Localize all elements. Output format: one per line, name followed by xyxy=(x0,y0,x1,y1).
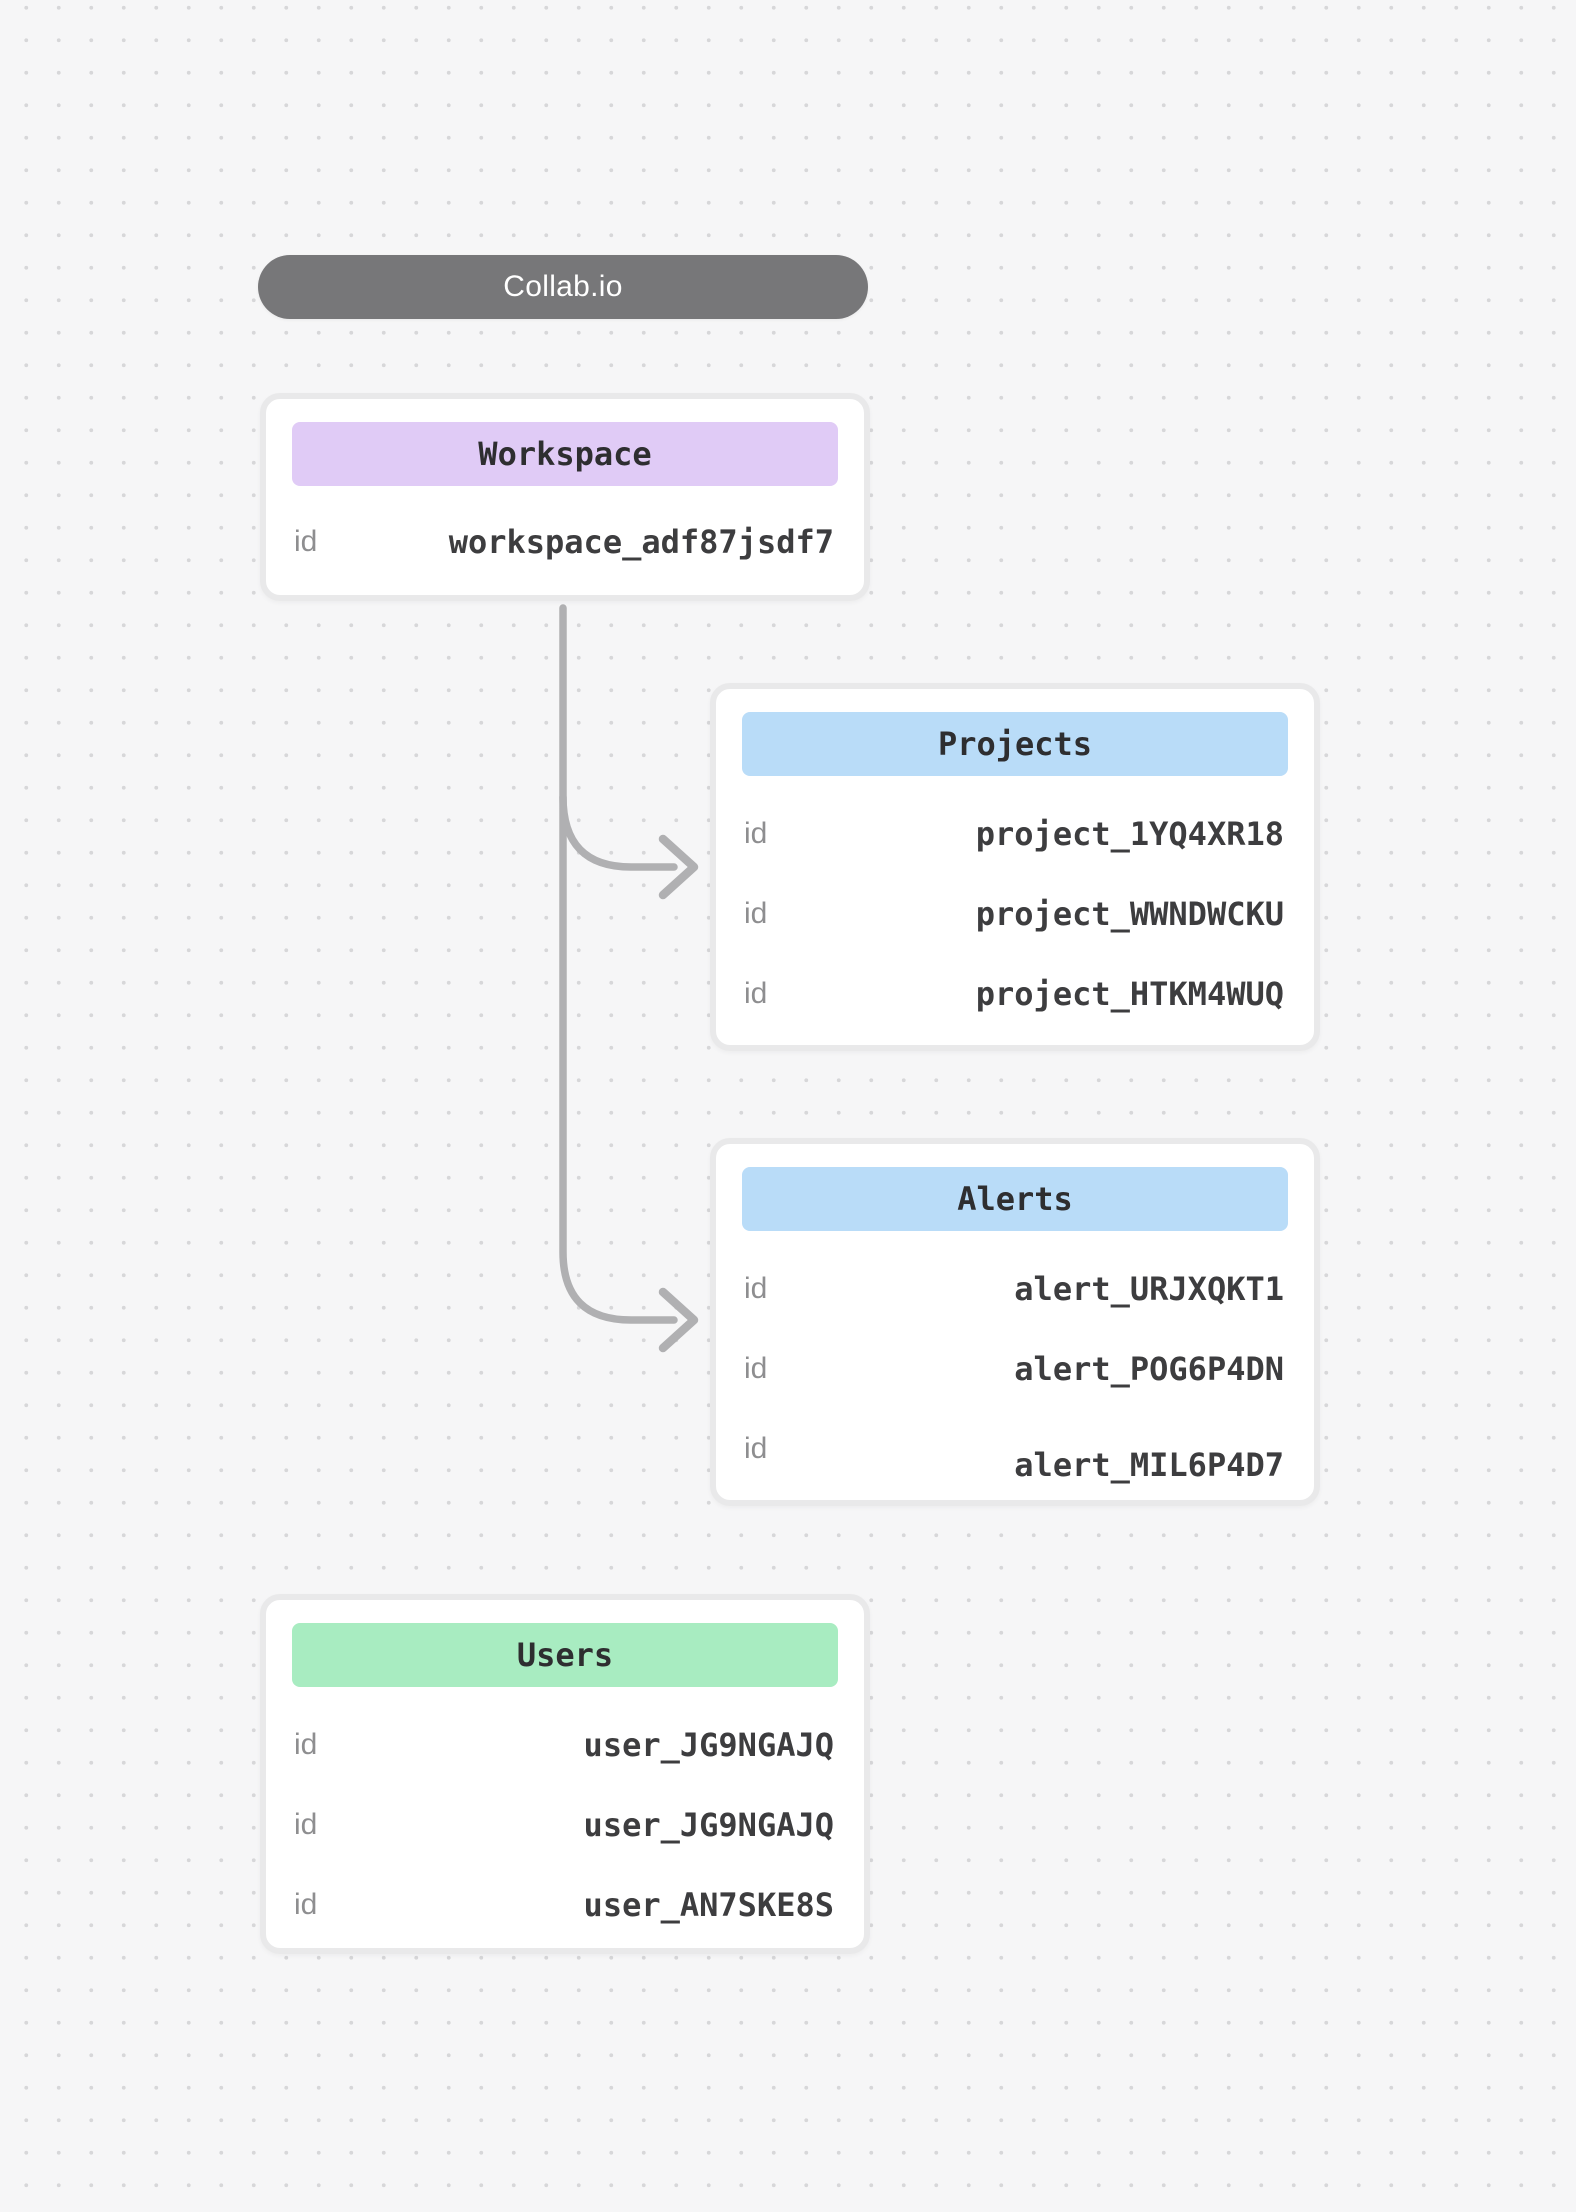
field-label: id xyxy=(294,525,318,558)
users-card-header: Users xyxy=(292,1623,838,1687)
field-label: id xyxy=(294,1888,318,1921)
field-row: id project_WWNDWCKU xyxy=(744,874,1284,954)
app-title: Collab.io xyxy=(503,270,623,303)
users-field-rows: id user_JG9NGAJQ id user_JG9NGAJQ id use… xyxy=(294,1705,834,1945)
arrowhead-alerts-icon xyxy=(658,1287,699,1353)
field-label: id xyxy=(744,977,768,1010)
workspace-card-title: Workspace xyxy=(478,435,652,473)
field-value: workspace_adf87jsdf7 xyxy=(448,523,834,561)
projects-card-header: Projects xyxy=(742,712,1288,776)
field-label: id xyxy=(744,1352,768,1385)
field-value: user_JG9NGAJQ xyxy=(583,1726,834,1764)
workspace-field-rows: id workspace_adf87jsdf7 xyxy=(294,502,834,582)
field-value: alert_POG6P4DN xyxy=(1014,1350,1284,1388)
field-value: user_AN7SKE8S xyxy=(583,1886,834,1924)
entity-card-alerts[interactable]: Alerts id alert_URJXQKT1 id alert_POG6P4… xyxy=(710,1138,1320,1506)
arrowhead-projects-icon xyxy=(658,834,699,900)
field-label: id xyxy=(744,817,768,850)
field-row: id alert_POG6P4DN xyxy=(744,1329,1284,1409)
field-row: id project_1YQ4XR18 xyxy=(744,794,1284,874)
entity-card-projects[interactable]: Projects id project_1YQ4XR18 id project_… xyxy=(710,683,1320,1051)
field-value: project_1YQ4XR18 xyxy=(975,815,1284,853)
alerts-field-rows: id alert_URJXQKT1 id alert_POG6P4DN id a… xyxy=(744,1249,1284,1489)
field-label: id xyxy=(294,1728,318,1761)
field-value: alert_MIL6P4D7 xyxy=(1014,1446,1284,1484)
field-value: project_HTKM4WUQ xyxy=(975,975,1284,1013)
field-row: id user_AN7SKE8S xyxy=(294,1865,834,1945)
projects-field-rows: id project_1YQ4XR18 id project_WWNDWCKU … xyxy=(744,794,1284,1034)
alerts-card-header: Alerts xyxy=(742,1167,1288,1231)
field-value: project_WWNDWCKU xyxy=(975,895,1284,933)
workspace-card-header: Workspace xyxy=(292,422,838,486)
alerts-card-title: Alerts xyxy=(957,1180,1073,1218)
entity-card-workspace[interactable]: Workspace id workspace_adf87jsdf7 xyxy=(260,393,870,601)
field-label: id xyxy=(744,1272,768,1305)
app-title-pill[interactable]: Collab.io xyxy=(258,255,868,319)
field-row: id alert_URJXQKT1 xyxy=(744,1249,1284,1329)
field-label: id xyxy=(744,897,768,930)
field-row: id user_JG9NGAJQ xyxy=(294,1785,834,1865)
field-row: id project_HTKM4WUQ xyxy=(744,954,1284,1034)
field-label: id xyxy=(294,1808,318,1841)
connector-workspace-to-projects xyxy=(559,793,678,871)
field-row: id workspace_adf87jsdf7 xyxy=(294,502,834,582)
entity-card-users[interactable]: Users id user_JG9NGAJQ id user_JG9NGAJQ … xyxy=(260,1594,870,1954)
field-value: alert_URJXQKT1 xyxy=(1014,1270,1284,1308)
field-row: id user_JG9NGAJQ xyxy=(294,1705,834,1785)
field-label: id xyxy=(744,1432,768,1465)
field-value: user_JG9NGAJQ xyxy=(583,1806,834,1844)
projects-card-title: Projects xyxy=(937,725,1093,763)
field-row: id alert_MIL6P4D7 xyxy=(744,1409,1284,1489)
users-card-title: Users xyxy=(516,1636,614,1674)
connector-workspace-to-alerts xyxy=(559,604,678,1324)
connector-group xyxy=(559,604,699,1353)
